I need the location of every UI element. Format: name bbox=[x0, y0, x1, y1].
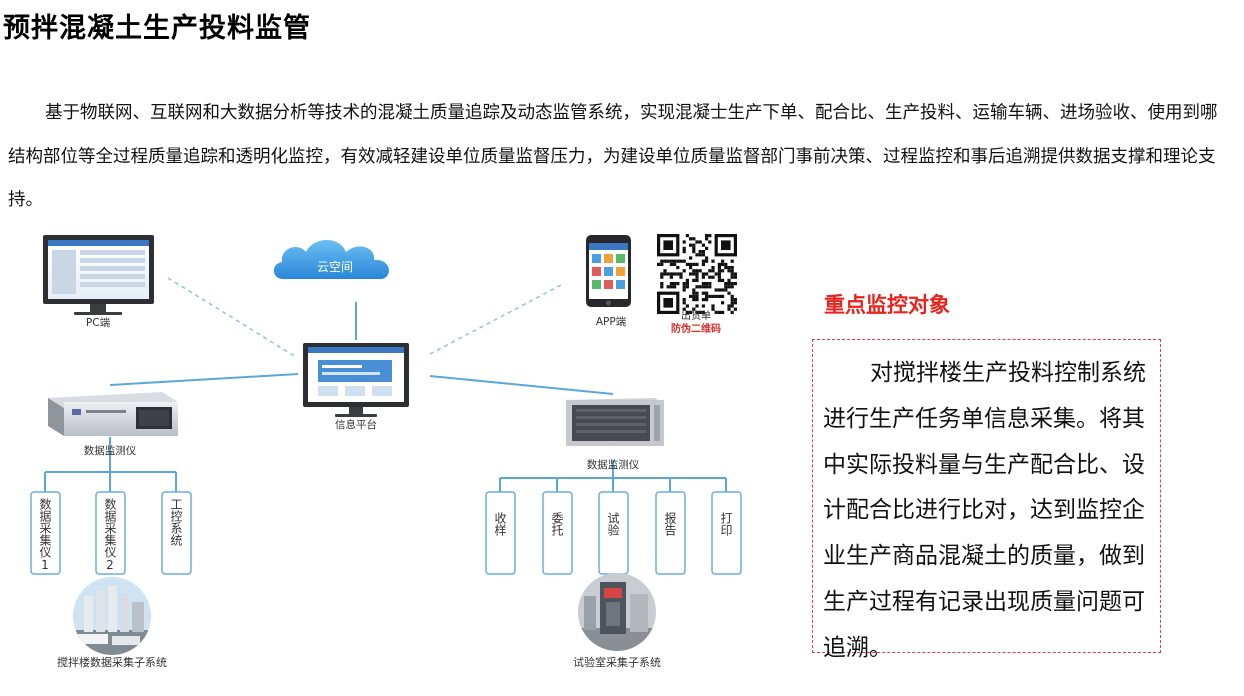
platform-label: 信息平台 bbox=[335, 418, 377, 431]
qr-caption-anti-fake: 防伪二维码 bbox=[671, 322, 721, 335]
right-box-3: 试验 bbox=[598, 491, 629, 575]
laboratory-photo bbox=[578, 573, 656, 651]
right-box-4: 报告 bbox=[655, 491, 686, 575]
dashed-links bbox=[167, 277, 564, 358]
right-box-1-label: 收样 bbox=[493, 512, 507, 536]
left-box-1: 数据采集仪1 bbox=[30, 491, 61, 575]
platform-node: 信息平台 bbox=[303, 343, 409, 431]
left-box-3-label: 工控系统 bbox=[169, 498, 183, 546]
intro-paragraph: 基于物联网、互联网和大数据分析等技术的混凝土质量追踪及动态监管系统，实现混凝士生… bbox=[8, 103, 1218, 210]
system-diagram: 云空间 PC端 bbox=[30, 232, 742, 669]
qr-code-node: 出货单 防伪二维码 bbox=[655, 232, 739, 335]
app-node: APP端 bbox=[586, 235, 631, 328]
right-monitor-device: 数据监测仪 bbox=[566, 398, 664, 471]
page-title: 预拌混凝土生产投料监管 bbox=[3, 13, 311, 44]
left-subsystem: 搅拌楼数据采集子系统 bbox=[57, 577, 167, 669]
right-box-2: 委托 bbox=[542, 491, 573, 575]
right-subsystem: 试验室采集子系统 bbox=[573, 573, 661, 669]
platform-monitor-icon bbox=[303, 343, 409, 417]
right-subsystem-label: 试验室采集子系统 bbox=[573, 655, 661, 669]
left-data-boxes: 数据采集仪1 数据采集仪2 工控系统 bbox=[30, 491, 192, 575]
left-box-2: 数据采集仪2 bbox=[95, 491, 126, 575]
left-subsystem-label: 搅拌楼数据采集子系统 bbox=[57, 655, 167, 669]
monitoring-panel: 对搅拌楼生产投料控制系统进行生产任务单信息采集。将其中实际投料量与生产配合比、设… bbox=[812, 339, 1161, 661]
left-box-1-label: 数据采集仪1 bbox=[38, 497, 52, 572]
mixing-plant-photo bbox=[73, 577, 151, 655]
panel-heading: 重点监控对象 bbox=[824, 293, 950, 317]
right-device-label: 数据监测仪 bbox=[587, 458, 640, 471]
left-monitor-device: 数据监测仪 bbox=[48, 392, 178, 457]
right-box-3-label: 试验 bbox=[606, 511, 620, 536]
pc-monitor-icon bbox=[43, 235, 154, 315]
pc-node: PC端 bbox=[43, 235, 154, 329]
right-box-2-label: 委托 bbox=[550, 512, 564, 536]
right-box-1: 收样 bbox=[485, 491, 516, 575]
industrial-pc-icon bbox=[566, 398, 664, 446]
qr-caption: 出货单 bbox=[681, 309, 711, 322]
solid-connectors bbox=[44, 302, 727, 492]
right-box-5: 打印 bbox=[711, 491, 742, 575]
cloud-label: 云空间 bbox=[317, 260, 353, 274]
qr-code-icon bbox=[655, 232, 739, 316]
left-box-2-label: 数据采集仪2 bbox=[103, 497, 117, 572]
panel-text: 对搅拌楼生产投料控制系统进行生产任务单信息采集。将其中实际投料量与生产配合比、设… bbox=[823, 360, 1146, 661]
pc-label: PC端 bbox=[86, 316, 111, 329]
right-box-4-label: 报告 bbox=[663, 511, 677, 536]
left-device-label: 数据监测仪 bbox=[84, 444, 137, 457]
right-data-boxes: 收样 委托 试验 报告 打印 bbox=[485, 491, 742, 575]
rack-device-icon bbox=[48, 392, 178, 436]
app-label: APP端 bbox=[596, 315, 627, 328]
phone-icon bbox=[586, 235, 631, 307]
left-box-3: 工控系统 bbox=[161, 491, 192, 575]
cloud-node: 云空间 bbox=[273, 240, 389, 279]
cloud-icon bbox=[273, 240, 389, 279]
right-box-5-label: 打印 bbox=[719, 512, 733, 536]
